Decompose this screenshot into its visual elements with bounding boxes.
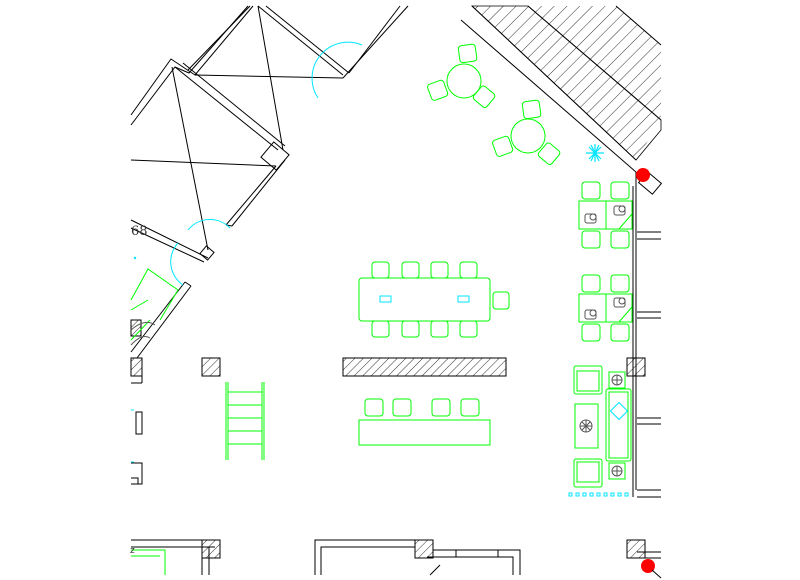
left-partial-furniture	[130, 268, 179, 575]
column	[626, 539, 646, 559]
column	[201, 539, 221, 559]
column	[201, 357, 221, 377]
staircase-treads	[470, 5, 662, 161]
phone-icon	[613, 205, 626, 216]
equipment-symbols	[130, 205, 626, 477]
structural-columns	[130, 319, 646, 559]
phone-icon	[584, 213, 597, 224]
plant-icon	[586, 144, 604, 162]
shelf-ladder	[225, 382, 265, 460]
fixtures	[379, 144, 629, 497]
workstation-cluster-2	[578, 274, 633, 342]
left-edge-elements	[131, 375, 143, 485]
marker-dot	[636, 168, 650, 182]
room-number-label: 68	[131, 224, 148, 239]
column	[626, 357, 646, 377]
hatched-partition-wall	[342, 357, 507, 377]
door-swing-arc	[311, 41, 363, 99]
door-swing-arc	[187, 218, 231, 231]
marker-dot	[641, 559, 655, 573]
phone-icon	[613, 297, 626, 308]
fan-icon	[579, 419, 593, 433]
floor-lamp-icon	[611, 374, 623, 386]
walls	[130, 5, 663, 576]
table-outlet	[379, 295, 392, 303]
floor-outlet-strip	[568, 492, 629, 497]
column	[130, 357, 143, 377]
lounge-cushion	[609, 401, 629, 421]
round-cafe-table-1	[427, 43, 496, 108]
hatched-wall-fragment	[130, 319, 142, 337]
diagonal-shaft-block	[130, 5, 409, 359]
table-outlet	[457, 295, 470, 303]
round-cafe-table-2	[492, 99, 561, 165]
lounge-area	[573, 365, 632, 488]
partial-chairs-left	[130, 321, 156, 346]
phone-icon	[584, 309, 597, 320]
right-edge-openings	[637, 231, 661, 498]
workstation-cluster-1	[578, 181, 633, 249]
red-markers	[636, 168, 662, 579]
bottom-structures	[131, 539, 661, 576]
edge-marker-label: z	[130, 546, 135, 556]
column	[414, 539, 434, 559]
counter-with-stools	[358, 398, 491, 446]
door-swing-arc	[170, 242, 184, 286]
conference-table	[358, 261, 510, 338]
furniture	[130, 43, 633, 575]
door-swings	[131, 41, 363, 463]
floor-lamp-icon	[611, 465, 623, 477]
